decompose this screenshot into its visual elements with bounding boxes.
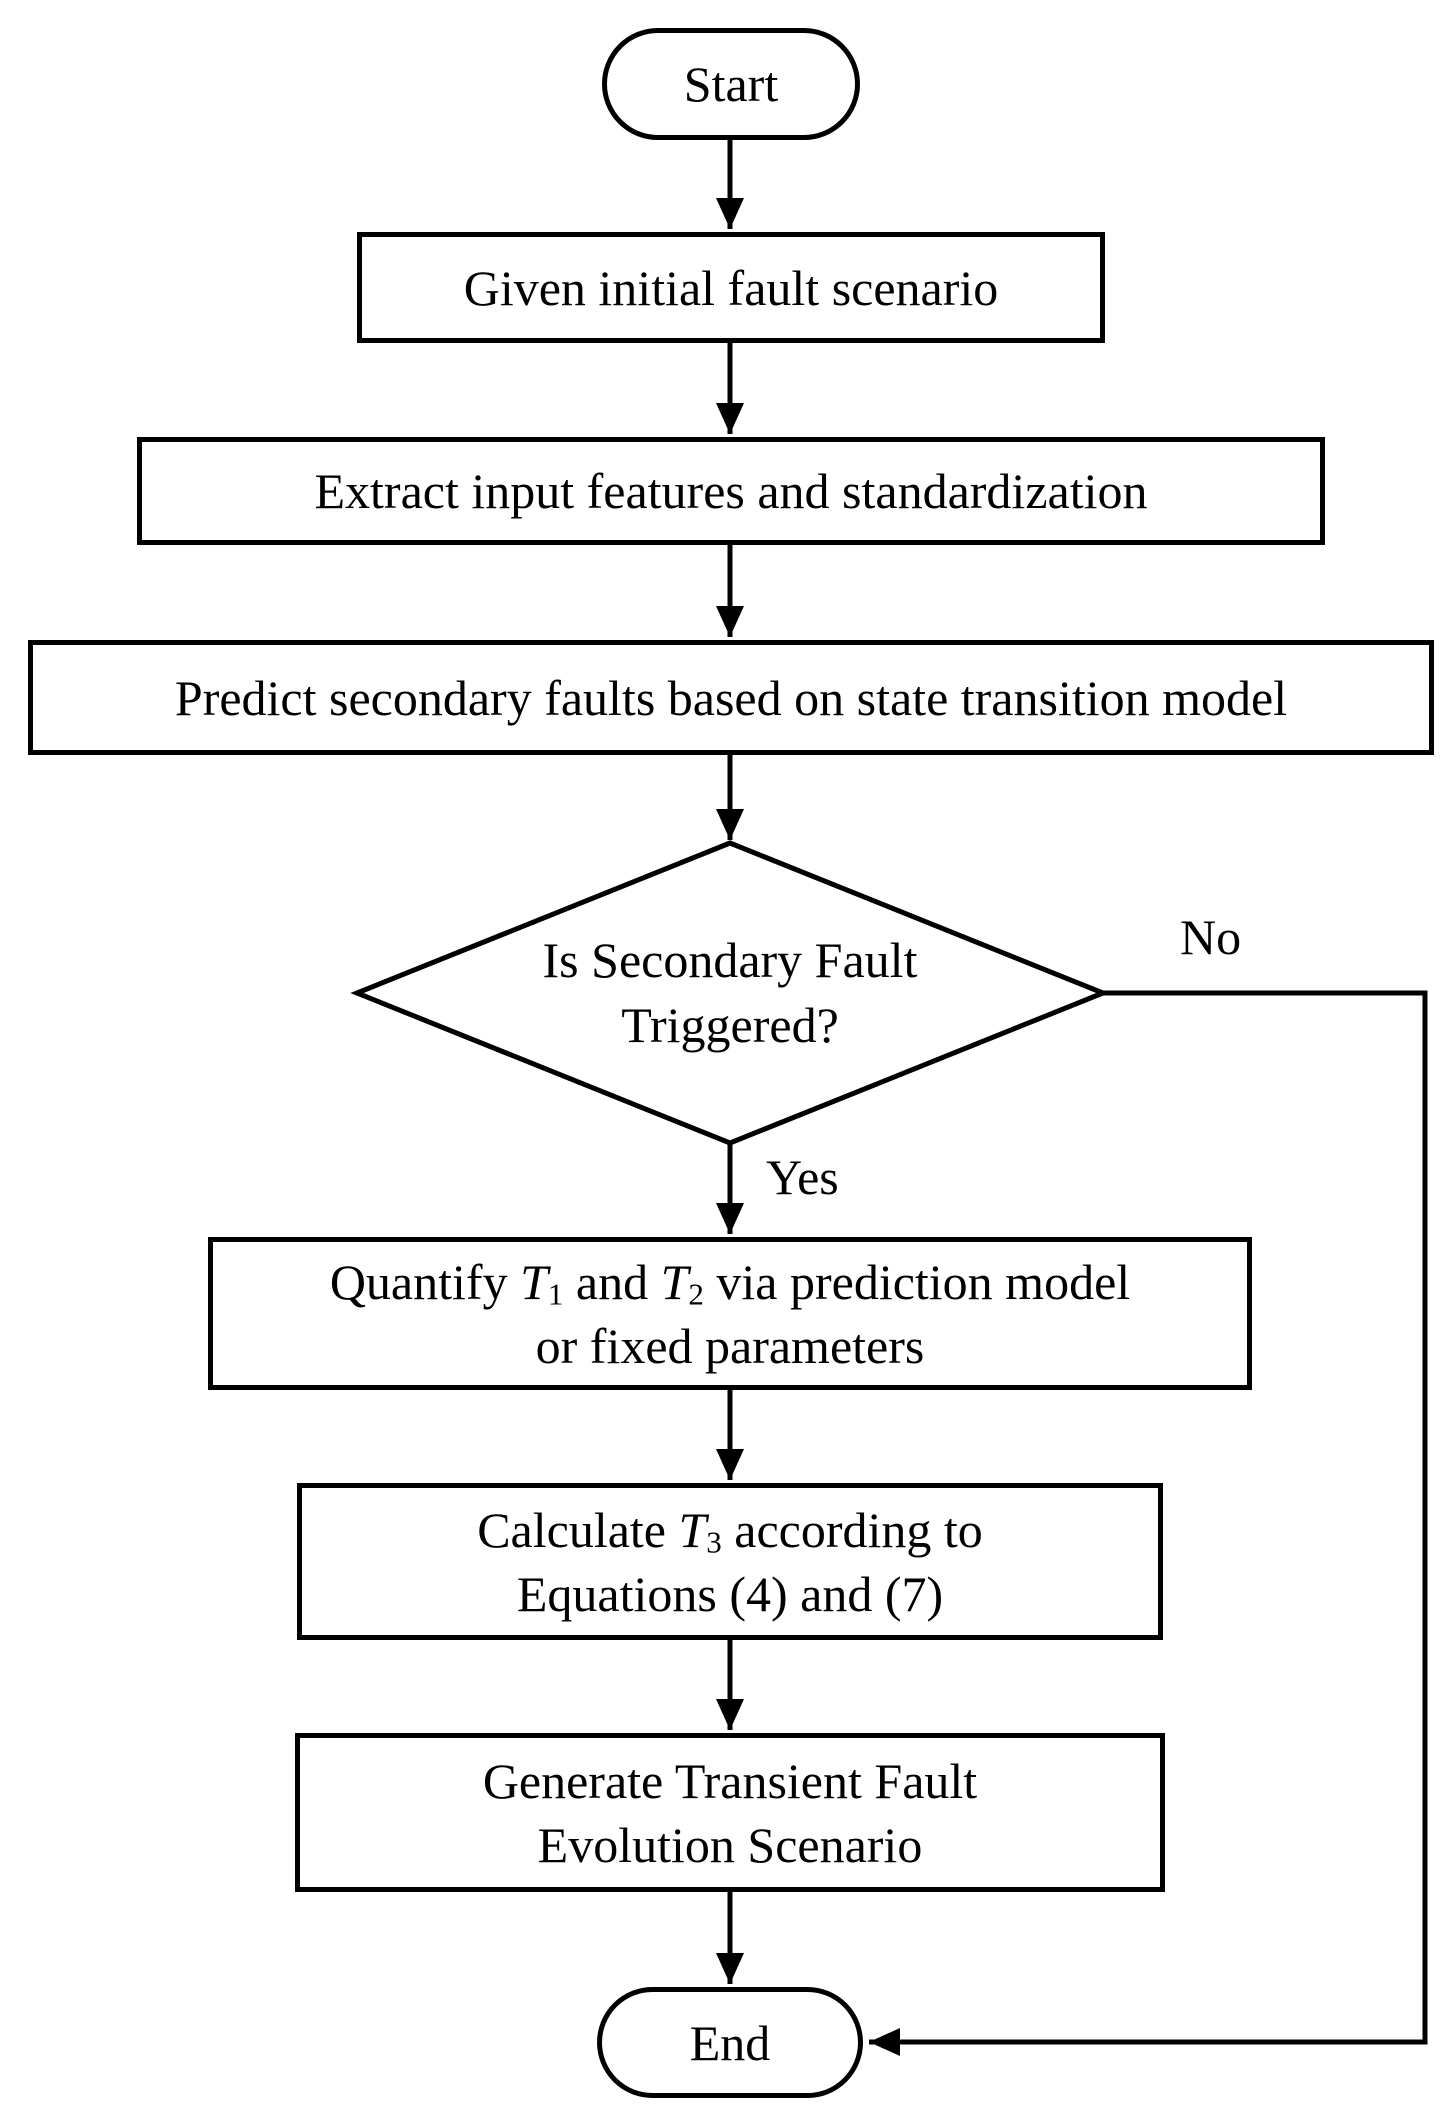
quantify-text-1: Quantify — [329, 1253, 521, 1310]
no-edge-label: No — [1180, 909, 1242, 965]
decision-line2: Triggered? — [621, 997, 839, 1053]
given-initial-fault-node: Given initial fault scenario — [357, 232, 1105, 343]
calculate-line2: Equations (4) and (7) — [516, 1565, 944, 1622]
start-label: Start — [683, 56, 779, 112]
predict-secondary-faults-label: Predict secondary faults based on state … — [174, 669, 1288, 726]
calculate-line1: Calculate T3 according to — [477, 1498, 983, 1562]
end-label: End — [689, 2014, 771, 2071]
t1-variable: T — [520, 1253, 548, 1310]
t3-subscript: 3 — [706, 1524, 722, 1560]
t2-variable: T — [660, 1253, 689, 1310]
generate-line1: Generate Transient Fault — [482, 1752, 978, 1809]
calculate-text-1: Calculate — [477, 1501, 679, 1558]
quantify-node: Quantify T1 and T2 via prediction model … — [208, 1237, 1252, 1390]
decision-diamond — [350, 840, 1110, 1146]
calculate-text-2: according to — [721, 1501, 983, 1558]
extract-features-node: Extract input features and standardizati… — [137, 437, 1325, 545]
extract-features-label: Extract input features and standardizati… — [314, 463, 1148, 519]
decision-line1: Is Secondary Fault — [542, 932, 918, 988]
generate-line2: Evolution Scenario — [537, 1816, 923, 1873]
t1-subscript: 1 — [547, 1276, 564, 1312]
quantify-line1: Quantify T1 and T2 via prediction model — [330, 1250, 1130, 1314]
calculate-node: Calculate T3 according to Equations (4) … — [297, 1483, 1163, 1640]
predict-secondary-faults-node: Predict secondary faults based on state … — [28, 640, 1434, 755]
t2-subscript: 2 — [688, 1276, 704, 1312]
yes-edge-label: Yes — [766, 1149, 839, 1205]
start-node: Start — [602, 28, 860, 140]
decision-node-label: Is Secondary Fault Triggered? — [380, 862, 1080, 1124]
quantify-text-3: via prediction model — [703, 1253, 1131, 1310]
quantify-line2: or fixed parameters — [535, 1317, 925, 1374]
t3-variable: T — [678, 1501, 707, 1558]
generate-node: Generate Transient Fault Evolution Scena… — [295, 1733, 1165, 1892]
no-branch-path — [869, 990, 1428, 2056]
given-initial-fault-label: Given initial fault scenario — [463, 259, 999, 316]
quantify-text-2: and — [563, 1253, 661, 1310]
end-node: End — [597, 1987, 863, 2098]
